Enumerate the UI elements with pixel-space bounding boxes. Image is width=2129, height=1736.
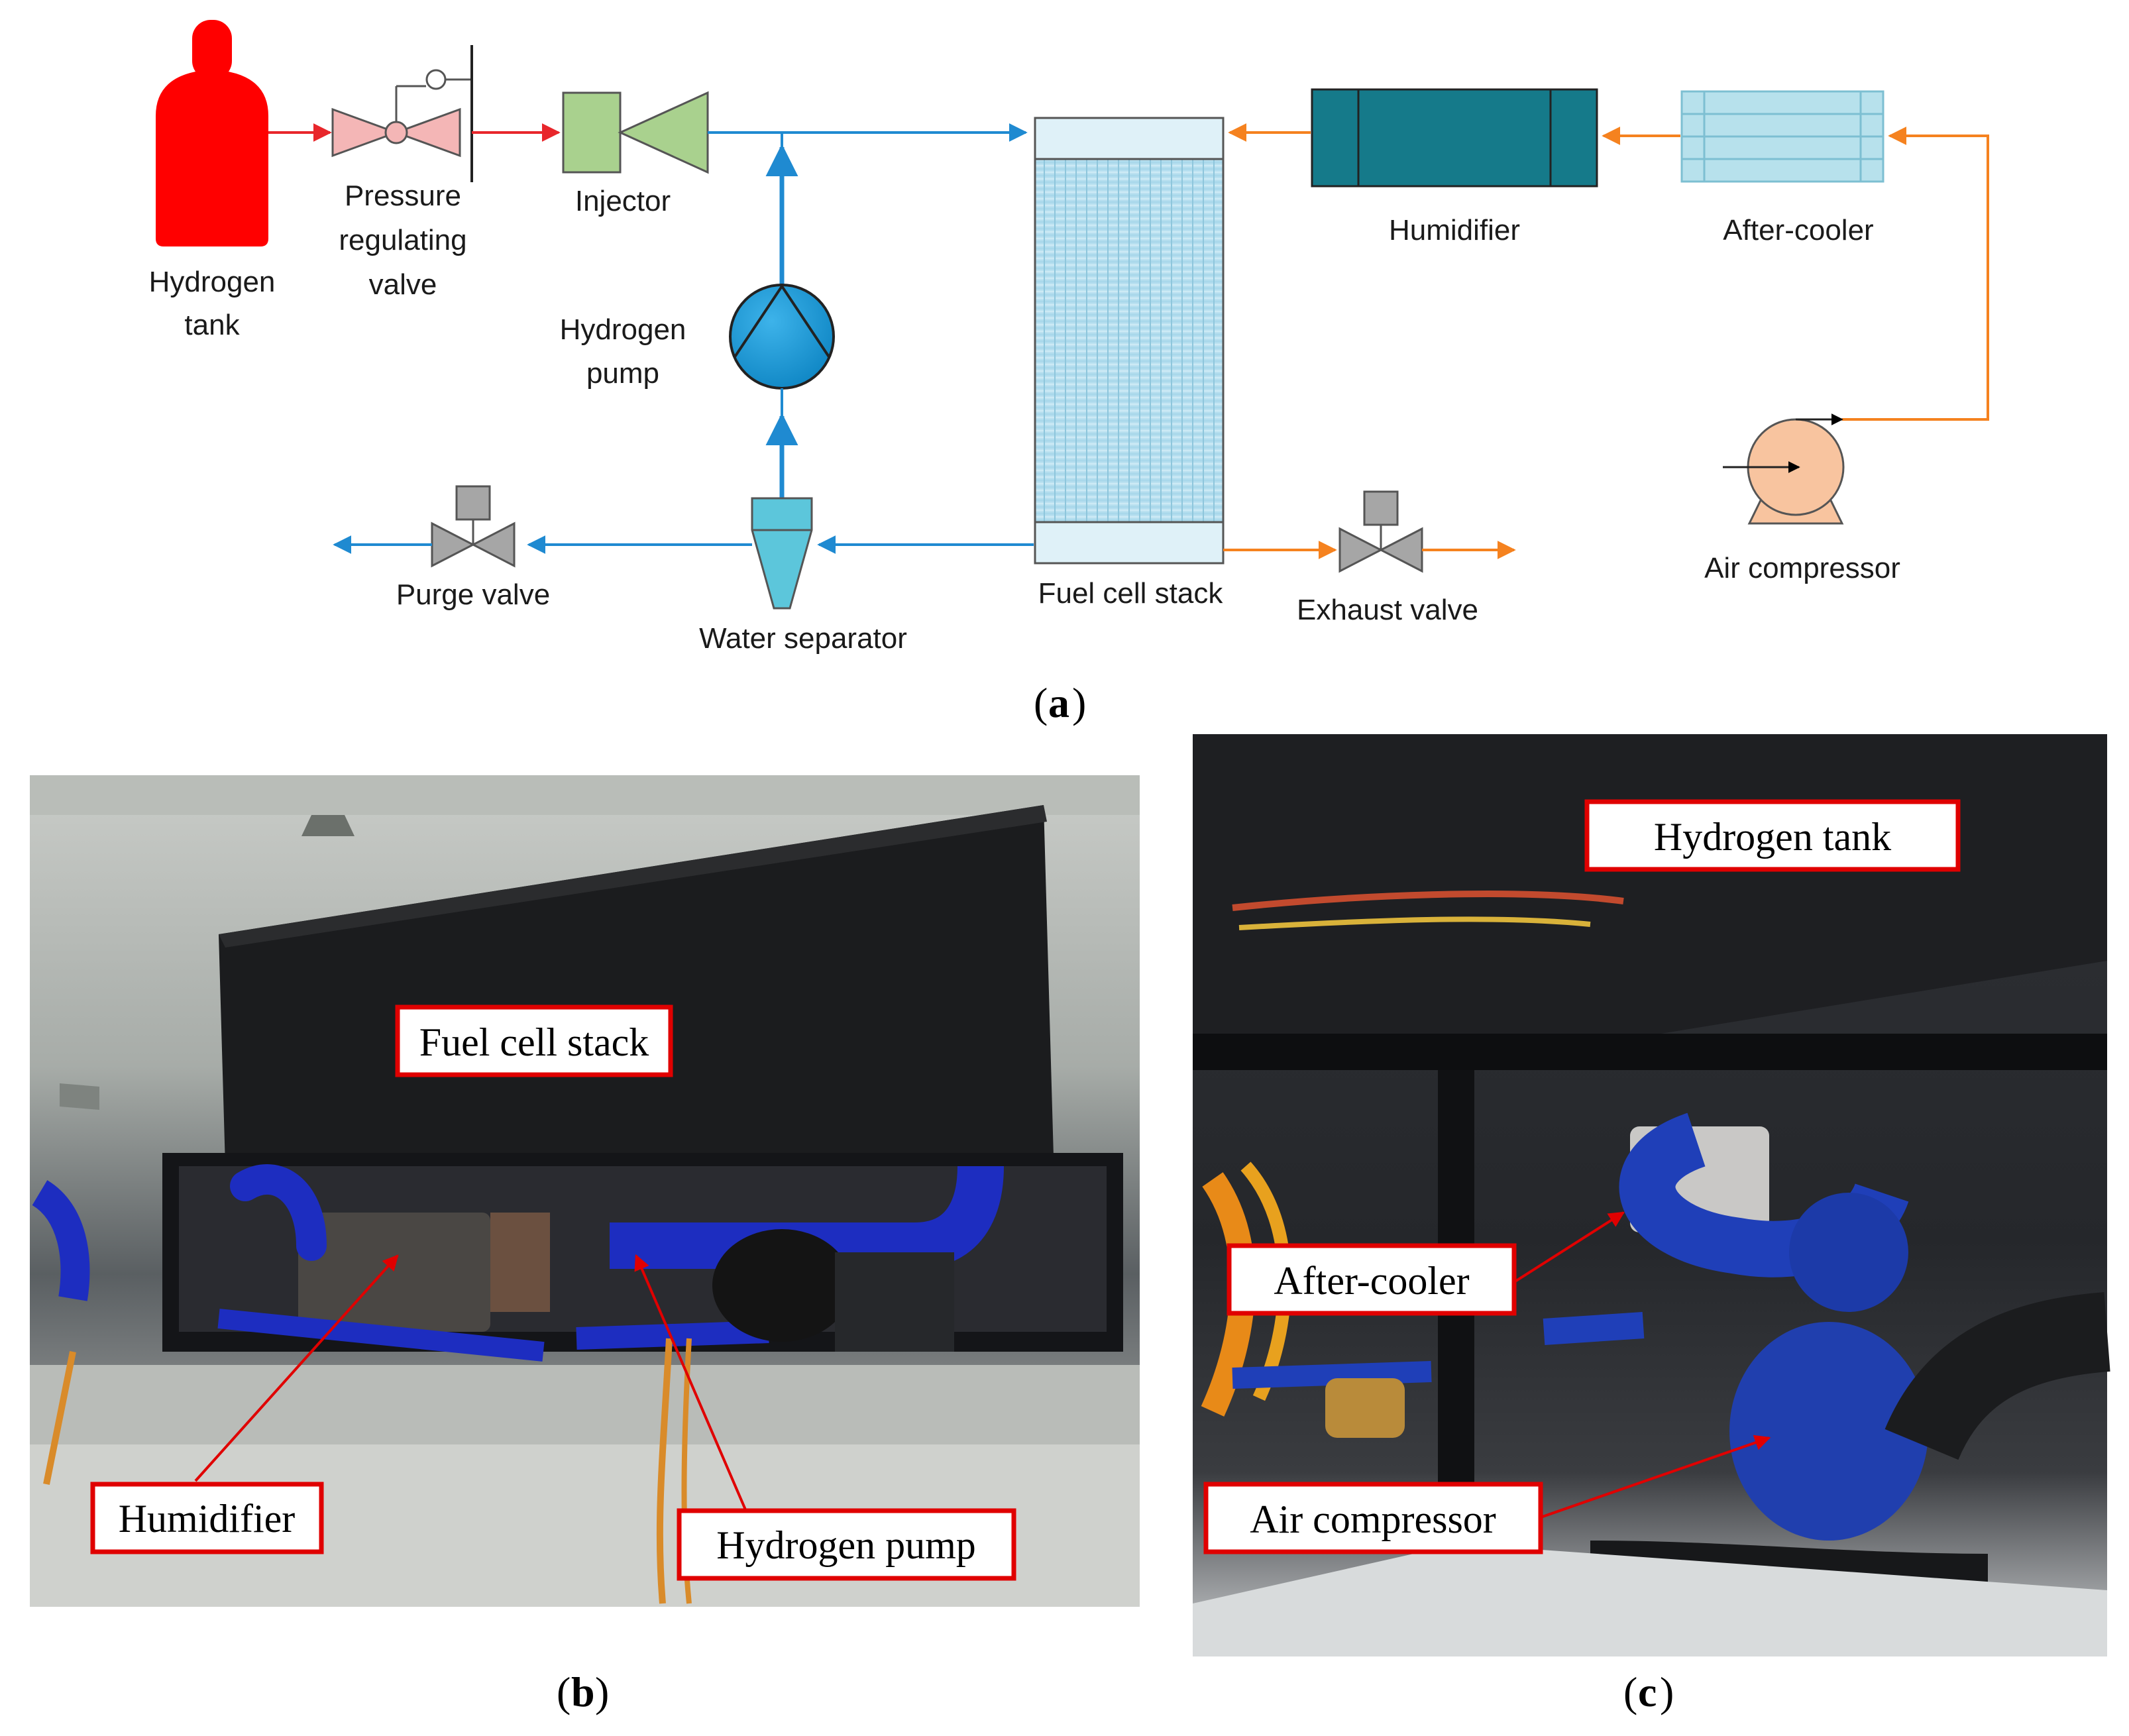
svg-text:): )	[595, 1668, 609, 1715]
water-separator-icon	[751, 497, 813, 610]
fuel-cell-stack-icon	[1034, 117, 1225, 565]
hydrogen-tank-label-1: Hydrogen	[149, 266, 276, 298]
caption-c: ( c )	[1623, 1668, 1674, 1715]
fuel-cell-stack-label: Fuel cell stack	[1038, 577, 1224, 610]
injector-label: Injector	[575, 185, 671, 217]
ceiling-lamp-icon	[301, 815, 355, 836]
panel-a-schematic: Hydrogen tank Pressure regulating valve …	[149, 20, 1989, 655]
water-separator-label: Water separator	[699, 622, 907, 655]
exhaust-valve-icon	[1338, 490, 1423, 573]
svg-text:Air compressor: Air compressor	[1250, 1497, 1496, 1541]
purge-valve-label: Purge valve	[396, 578, 550, 611]
svg-text:): )	[1072, 679, 1086, 726]
photo-c-label-hydrogen-tank: Hydrogen tank	[1584, 799, 1961, 872]
svg-text:(: (	[557, 1668, 571, 1715]
panel-c-photo: Hydrogen tank After-cooler Air compresso…	[1193, 734, 2110, 1656]
photo-b-label-hydrogen-pump: Hydrogen pump	[677, 1508, 1016, 1581]
injector-icon	[562, 91, 709, 174]
after-cooler-icon	[1680, 90, 1884, 183]
photo-b-label-fuel-cell-stack: Fuel cell stack	[395, 1004, 673, 1077]
hydrogen-pump-label-1: Hydrogen	[560, 313, 686, 346]
hydrogen-pump-label-2: pump	[586, 357, 659, 390]
svg-text:Humidifier: Humidifier	[119, 1497, 296, 1541]
pressure-valve-label-1: Pressure	[345, 180, 461, 212]
pressure-regulating-valve-icon	[331, 45, 473, 182]
hydrogen-tank-icon	[156, 20, 268, 246]
caption-a-letter: a	[1048, 679, 1069, 726]
compressor-to-aftercooler-line	[1842, 127, 1989, 421]
svg-text:(: (	[1034, 679, 1048, 726]
photo-c-label-air-compressor: Air compressor	[1203, 1482, 1543, 1554]
svg-text:): )	[1660, 1668, 1674, 1715]
svg-text:Hydrogen pump: Hydrogen pump	[716, 1523, 976, 1567]
pressure-valve-label-3: valve	[369, 268, 437, 301]
humidifier-label: Humidifier	[1389, 214, 1520, 246]
air-compressor-label: Air compressor	[1704, 552, 1900, 584]
svg-text:Hydrogen tank: Hydrogen tank	[1654, 815, 1891, 859]
hydrogen-pump-icon	[729, 284, 835, 390]
svg-text:(: (	[1623, 1668, 1637, 1715]
humidifier-icon	[1311, 88, 1598, 188]
panel-b-photo: Fuel cell stack Humidifier Hydrogen pump	[30, 775, 1140, 1607]
caption-a: ( a )	[1034, 679, 1086, 726]
hydrogen-tank-label-2: tank	[184, 309, 240, 341]
pressure-valve-label-2: regulating	[339, 224, 466, 256]
caption-b: ( b )	[557, 1668, 609, 1715]
exhaust-valve-label: Exhaust valve	[1297, 594, 1478, 626]
caption-b-letter: b	[571, 1668, 595, 1715]
photo-c-label-after-cooler: After-cooler	[1227, 1243, 1517, 1316]
purge-valve-icon	[431, 485, 516, 568]
air-compressor-icon	[1723, 413, 1845, 525]
caption-c-letter: c	[1638, 1668, 1657, 1715]
svg-text:After-cooler: After-cooler	[1274, 1259, 1469, 1303]
svg-text:Fuel cell stack: Fuel cell stack	[419, 1020, 649, 1064]
photo-b-label-humidifier: Humidifier	[90, 1482, 324, 1554]
after-cooler-label: After-cooler	[1723, 214, 1873, 246]
